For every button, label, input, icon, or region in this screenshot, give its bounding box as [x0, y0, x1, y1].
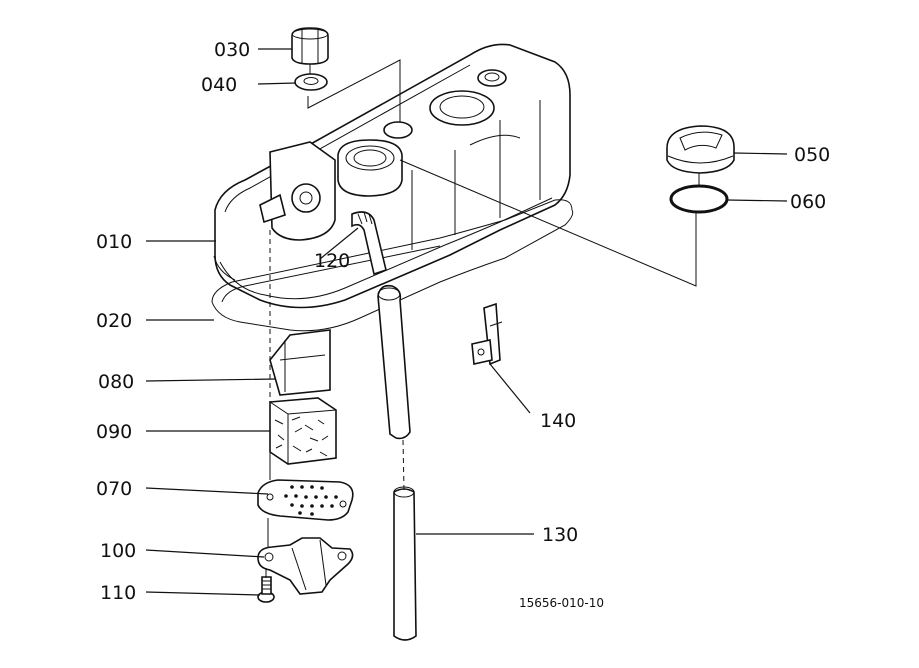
- callout-labels: 030 040 050 060 010 120 020 080 140 090 …: [96, 39, 830, 610]
- callout-080: 080: [98, 371, 134, 393]
- part-breather-pipe: [377, 284, 417, 641]
- part-screw: [257, 576, 275, 603]
- callout-050: 050: [794, 144, 830, 166]
- callout-070: 070: [96, 478, 132, 500]
- part-mesh-filter: [269, 397, 337, 465]
- callout-020: 020: [96, 310, 132, 332]
- callout-060: 060: [790, 191, 826, 213]
- assembly-lines: [265, 59, 700, 578]
- part-clamp: [471, 302, 503, 366]
- part-oil-cap: [666, 125, 735, 174]
- callout-040: 040: [201, 74, 237, 96]
- callout-030: 030: [214, 39, 250, 61]
- callout-120: 120: [314, 250, 350, 272]
- callout-130: 130: [542, 524, 578, 546]
- part-cover-plate: [257, 537, 354, 595]
- part-washer: [294, 73, 328, 91]
- callout-140: 140: [540, 410, 576, 432]
- part-o-ring: [669, 184, 729, 214]
- callout-010: 010: [96, 231, 132, 253]
- part-elbow-hose: [351, 211, 387, 276]
- leader-lines: [145, 48, 788, 596]
- callout-100: 100: [100, 540, 136, 562]
- part-baffle: [269, 329, 331, 396]
- part-valve-cover: [213, 43, 571, 309]
- part-cap-nut: [291, 27, 329, 65]
- part-perforated-plate: [257, 479, 354, 521]
- callout-090: 090: [96, 421, 132, 443]
- drawing-code: 15656-010-10: [519, 596, 604, 610]
- callout-110: 110: [100, 582, 136, 604]
